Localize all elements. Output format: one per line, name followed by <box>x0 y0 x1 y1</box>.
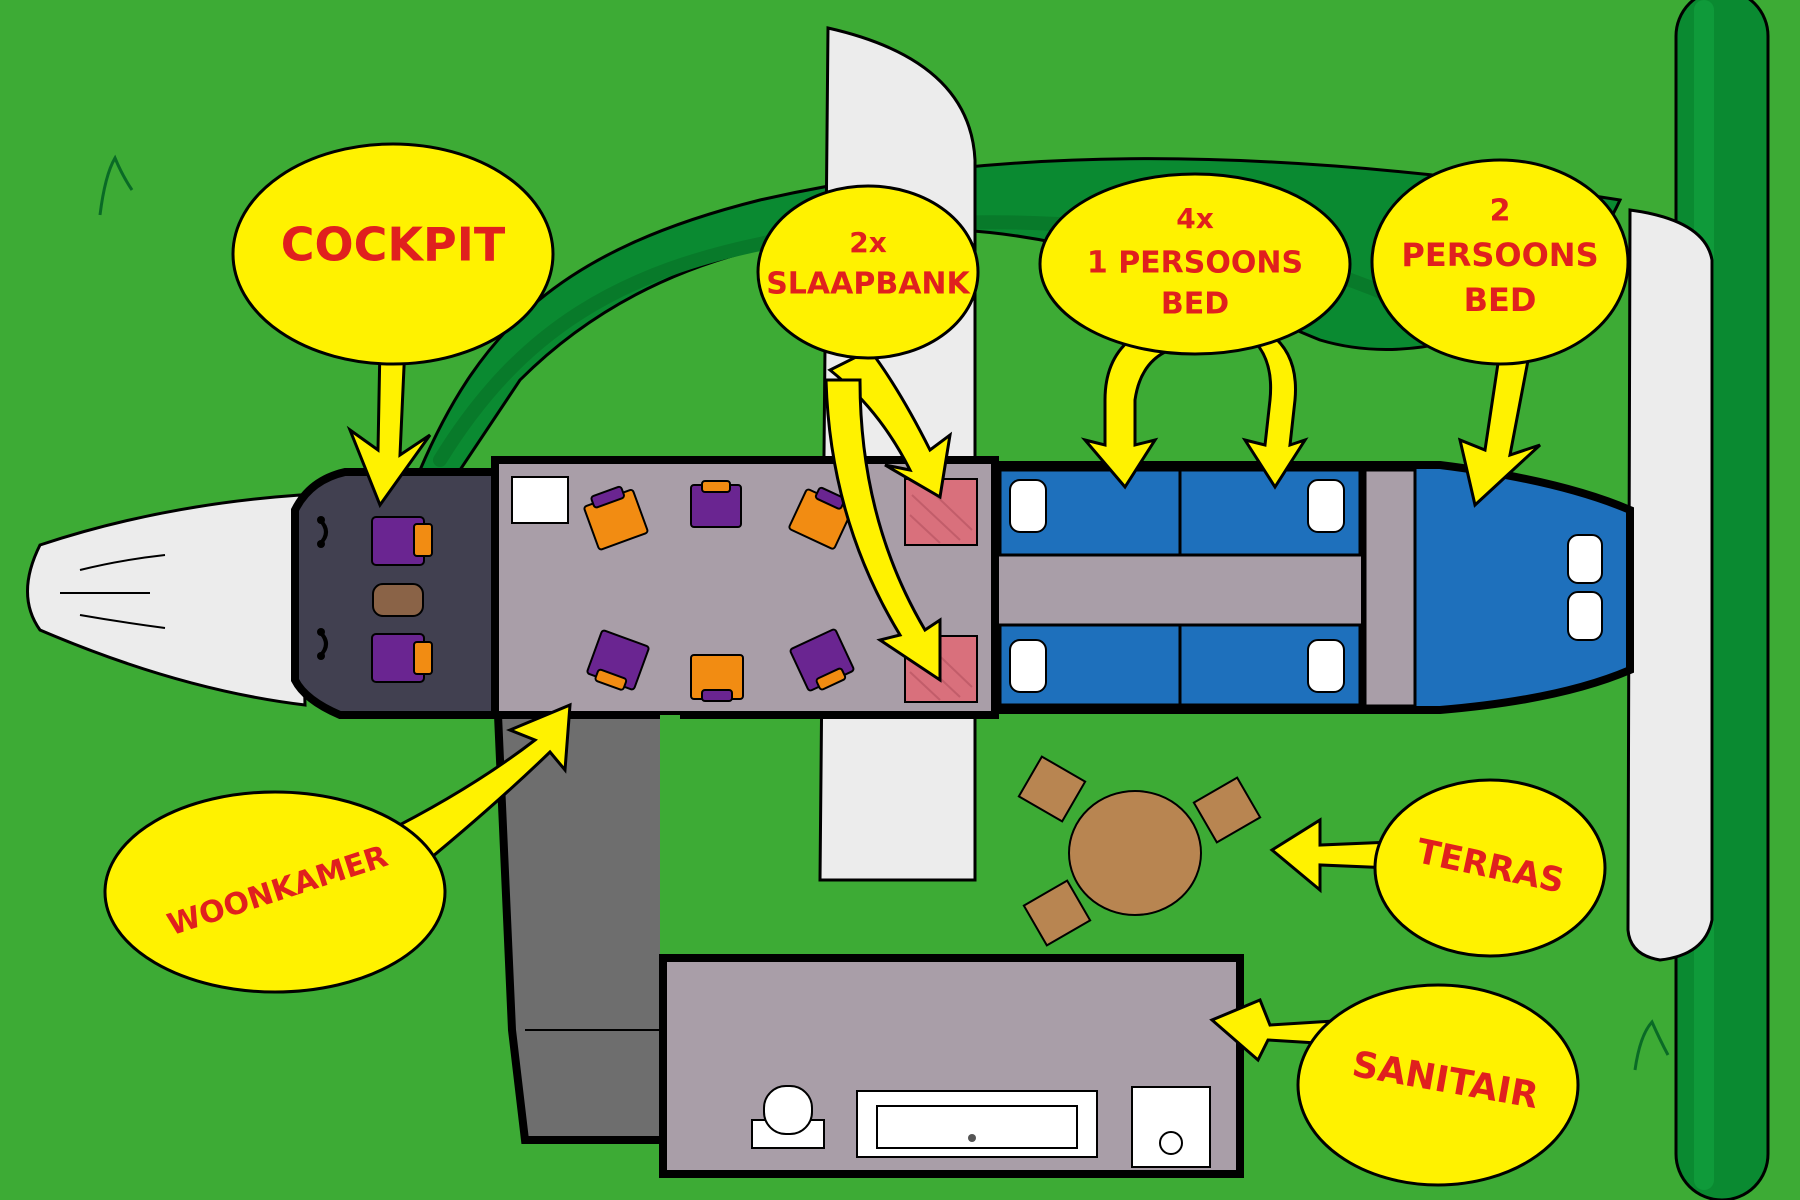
grass-tuft <box>98 154 134 216</box>
double-bed-label-1: PERSOONS <box>1401 236 1598 274</box>
console-table <box>372 583 424 617</box>
shower-icon <box>1131 1086 1211 1168</box>
corridor <box>493 711 670 1144</box>
pillow <box>1567 591 1603 641</box>
pillow <box>1307 639 1345 693</box>
single-bed-label-1: 1 PERSOONS <box>1087 246 1303 281</box>
terras-callout: TERRAS <box>1269 778 1607 958</box>
grass-tuft <box>1633 1019 1670 1071</box>
double-bed-label-2: BED <box>1464 281 1537 319</box>
cockpit-label: COCKPIT <box>281 218 506 272</box>
armchair <box>690 654 744 702</box>
pillow <box>1009 639 1047 693</box>
armchair <box>583 485 649 551</box>
single-bed-callout: 4x 1 PERSOONS BED <box>1038 172 1352 490</box>
armchair <box>789 628 855 692</box>
single-bed-count: 4x <box>1176 202 1214 235</box>
cupboard <box>511 476 569 524</box>
pillow <box>1567 534 1603 584</box>
armchair <box>586 629 650 691</box>
armchair <box>788 486 853 550</box>
cockpit-callout: COCKPIT <box>231 142 555 509</box>
double-bed-count: 2 <box>1490 194 1511 229</box>
terrace-chair <box>1017 755 1087 823</box>
pillow <box>1009 479 1047 533</box>
armchair <box>690 480 742 528</box>
tail-wing <box>1626 208 1714 962</box>
slaapbank-count: 2x <box>849 226 887 259</box>
woonkamer-callout: WOONKAMER <box>103 702 572 994</box>
toilet-icon <box>751 1085 825 1149</box>
double-bed-callout: 2 PERSOONS BED <box>1370 158 1630 508</box>
sanitair-callout: SANITAIR <box>1209 983 1580 1187</box>
terrace-table <box>1068 790 1202 916</box>
copilot-seat <box>371 633 433 683</box>
pilot-seat <box>371 516 433 566</box>
slaapbank-label: SLAAPBANK <box>766 267 971 302</box>
terrace-chair <box>1022 879 1092 947</box>
single-bed-label-2: BED <box>1161 287 1229 322</box>
pillow <box>1307 479 1345 533</box>
slaapbank-callout: 2x SLAAPBANK <box>756 184 980 683</box>
terrace-chair <box>1192 776 1262 844</box>
nose-cone <box>26 493 307 707</box>
bathtub-icon <box>856 1090 1098 1158</box>
